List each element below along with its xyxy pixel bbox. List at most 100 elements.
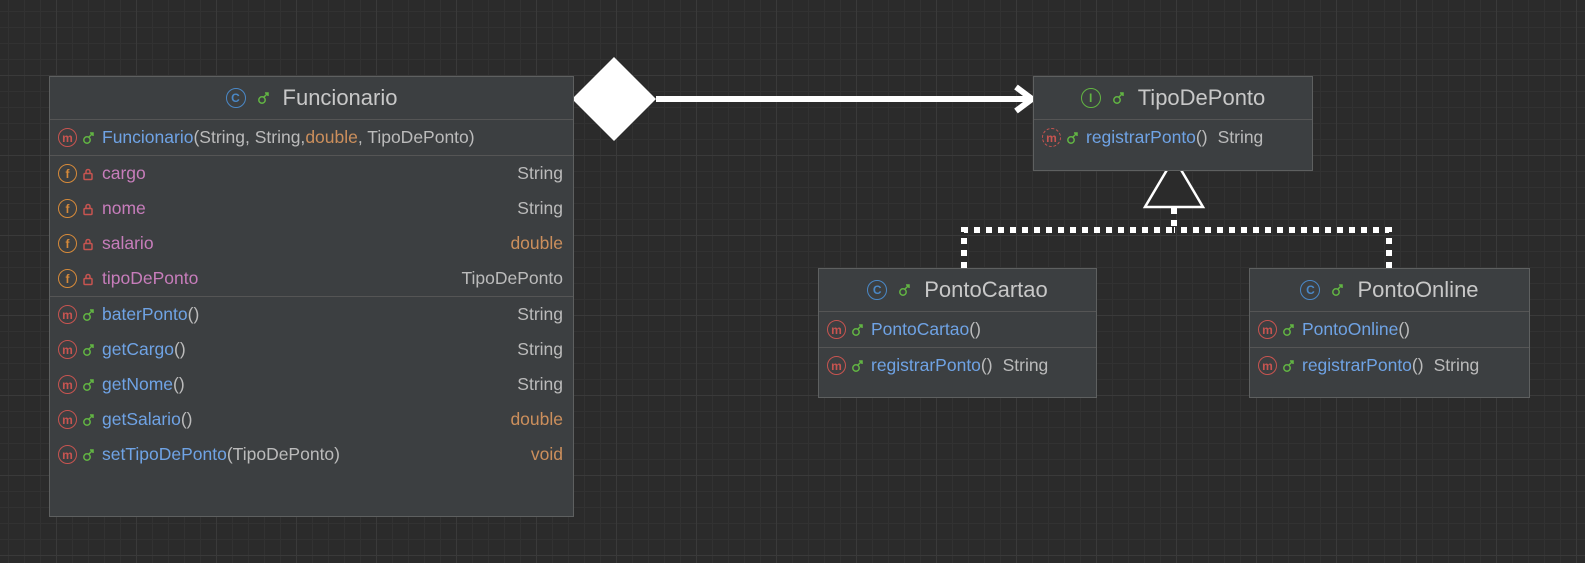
field-icon: f — [58, 269, 77, 288]
method-params: () — [980, 355, 993, 375]
constructor-params-open: ( — [193, 127, 200, 147]
method-name: getSalario — [102, 409, 181, 429]
method-name: registrarPonto — [1086, 127, 1196, 147]
method-return-type: void — [530, 444, 563, 464]
method-name: setTipoDePonto — [102, 444, 227, 464]
method-icon: m — [58, 128, 77, 147]
field-name: cargo — [102, 163, 146, 183]
realization-line-pontoonline — [1174, 227, 1392, 268]
constructor-params-1: String, String, — [199, 127, 306, 147]
methods-section: m registrarPonto() String — [1250, 348, 1529, 383]
method-row[interactable]: m baterPonto() String — [50, 297, 573, 332]
constructor-params-2: double — [305, 127, 358, 147]
class-pontocartao[interactable]: C PontoCartao m PontoCartao() m registra… — [818, 268, 1097, 398]
method-row[interactable]: m registrarPonto() String — [1250, 348, 1529, 383]
method-name: getNome — [102, 374, 174, 394]
class-header: C Funcionario — [50, 77, 573, 120]
method-params: () — [174, 339, 186, 359]
field-row[interactable]: f cargo String — [50, 156, 573, 191]
field-type: String — [517, 198, 563, 218]
method-params: () — [1411, 355, 1424, 375]
field-name: tipoDePonto — [102, 268, 199, 288]
field-row[interactable]: f salario double — [50, 226, 573, 261]
constructor-params: () — [1398, 319, 1410, 339]
interface-title: TipoDePonto — [1137, 85, 1266, 110]
method-icon: m — [1258, 320, 1277, 339]
class-header: C PontoOnline — [1250, 269, 1529, 312]
class-header: C PontoCartao — [819, 269, 1096, 312]
public-icon — [852, 359, 863, 372]
method-icon: m — [827, 320, 846, 339]
interface-header: I TipoDePonto — [1034, 77, 1312, 120]
method-params: () — [173, 374, 185, 394]
public-icon — [1283, 323, 1294, 336]
constructor-section: m Funcionario(String, String, double, Ti… — [50, 120, 573, 156]
method-row[interactable]: m getNome() String — [50, 367, 573, 402]
public-icon — [83, 131, 94, 144]
public-icon — [852, 323, 863, 336]
private-lock-icon — [83, 168, 93, 180]
fields-section: f cargo String f nome String f salario d… — [50, 156, 573, 297]
method-return-type: String — [1002, 355, 1049, 375]
private-lock-icon — [83, 203, 93, 215]
field-icon: f — [58, 234, 77, 253]
class-icon: C — [225, 88, 246, 108]
method-icon: m — [58, 340, 77, 359]
field-type: double — [510, 233, 563, 253]
public-icon — [83, 343, 94, 356]
method-params: () — [187, 304, 200, 324]
public-icon — [1112, 92, 1124, 104]
methods-section: m registrarPonto() String — [1034, 120, 1312, 155]
method-return-type: String — [517, 304, 563, 324]
method-params: (TipoDePonto) — [226, 444, 340, 464]
public-icon — [899, 284, 910, 296]
composition-diamond — [572, 57, 656, 141]
public-icon — [83, 413, 94, 426]
constructor-row[interactable]: m PontoCartao() — [819, 312, 1096, 347]
field-icon: f — [58, 164, 77, 183]
method-icon: m — [58, 305, 77, 324]
constructor-section: m PontoCartao() — [819, 312, 1096, 348]
public-icon — [1067, 131, 1078, 144]
method-row[interactable]: m getSalario() double — [50, 402, 573, 437]
method-icon: m — [58, 445, 77, 464]
public-icon — [1283, 359, 1294, 372]
method-name: getCargo — [102, 339, 174, 359]
method-row[interactable]: m getCargo() String — [50, 332, 573, 367]
method-return-type: String — [517, 374, 563, 394]
constructor-name: PontoOnline — [1302, 319, 1399, 339]
class-title: PontoOnline — [1357, 277, 1479, 302]
method-return-type: String — [1433, 355, 1480, 375]
public-icon — [83, 308, 94, 321]
method-row[interactable]: m registrarPonto() String — [1034, 120, 1312, 155]
class-title: PontoCartao — [924, 277, 1048, 302]
method-params: () — [180, 409, 193, 429]
method-return-type: String — [517, 339, 563, 359]
method-name: registrarPonto — [1302, 355, 1412, 375]
public-icon — [83, 378, 94, 391]
field-name: nome — [102, 198, 146, 218]
method-row[interactable]: m setTipoDePonto(TipoDePonto) void — [50, 437, 573, 472]
class-title: Funcionario — [282, 85, 398, 110]
method-name: registrarPonto — [871, 355, 981, 375]
constructor-params: () — [969, 319, 981, 339]
constructor-row[interactable]: m PontoOnline() — [1250, 312, 1529, 347]
class-pontoonline[interactable]: C PontoOnline m PontoOnline() m registra… — [1249, 268, 1530, 398]
method-icon: m — [827, 356, 846, 375]
method-icon: m — [58, 410, 77, 429]
public-icon — [83, 448, 94, 461]
class-funcionario[interactable]: C Funcionario m Funcionario(String, Stri… — [49, 76, 574, 517]
method-return-type: String — [1217, 127, 1264, 147]
field-name: salario — [102, 233, 154, 253]
field-row[interactable]: f nome String — [50, 191, 573, 226]
constructor-row[interactable]: m Funcionario(String, String, double, Ti… — [50, 120, 573, 155]
field-type: TipoDePonto — [461, 268, 564, 288]
public-icon — [257, 92, 269, 104]
method-row[interactable]: m registrarPonto() String — [819, 348, 1096, 383]
class-icon: C — [1300, 280, 1321, 300]
method-params: () — [1195, 127, 1208, 147]
field-row[interactable]: f tipoDePonto TipoDePonto — [50, 261, 573, 296]
class-icon: C — [867, 280, 888, 300]
field-type: String — [517, 163, 563, 183]
interface-tipodeponto[interactable]: I TipoDePonto m registrarPonto() String — [1033, 76, 1313, 171]
